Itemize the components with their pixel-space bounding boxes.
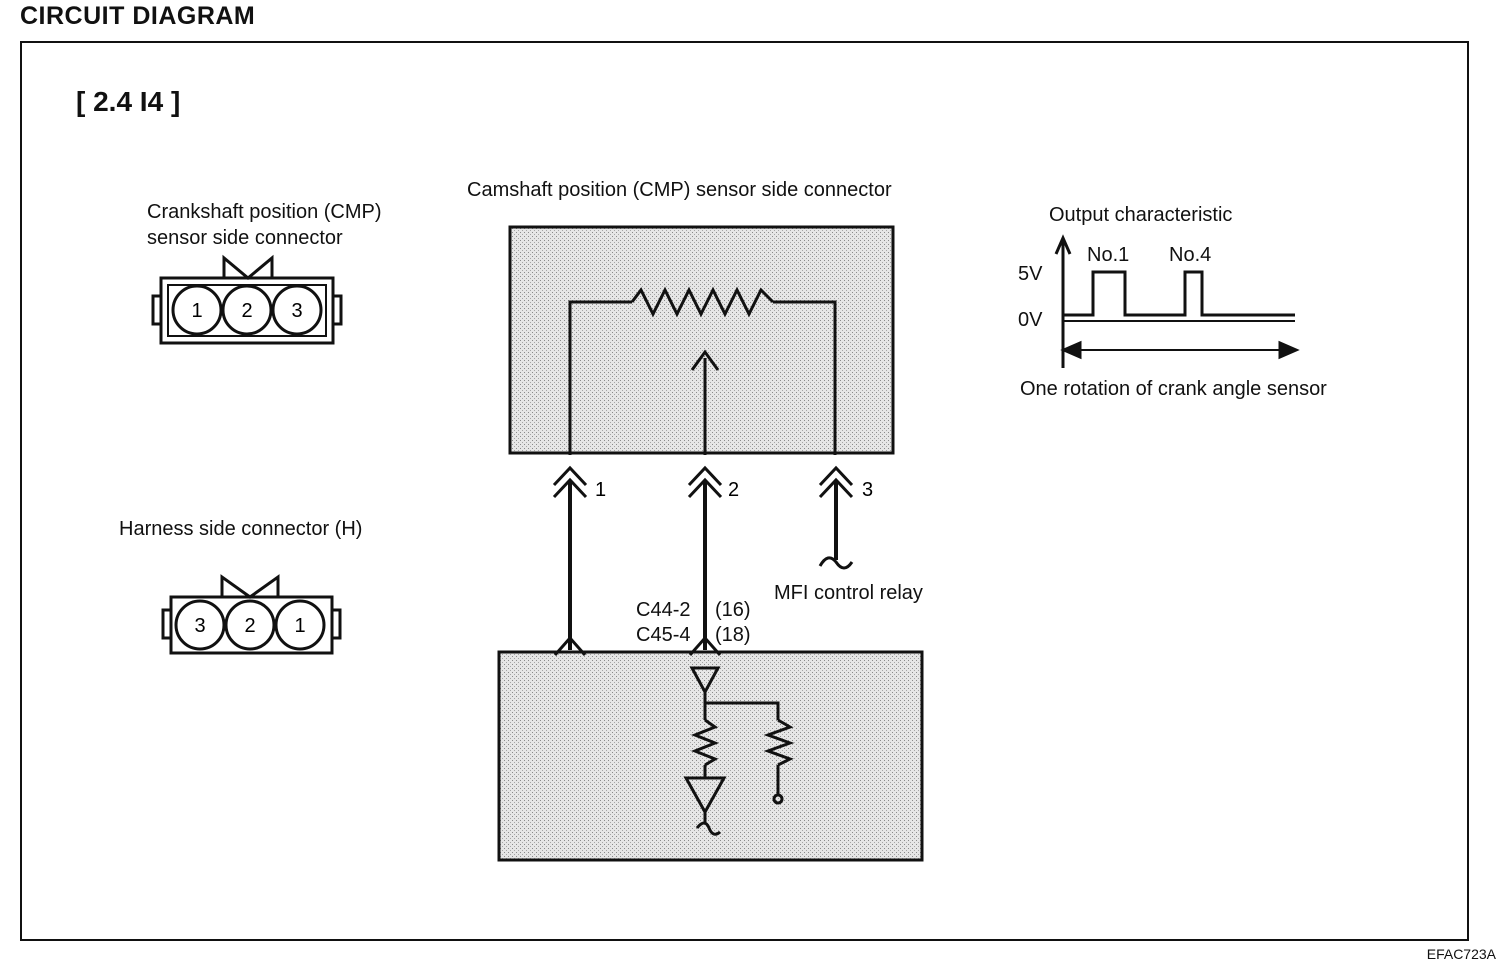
- crank-connector: [151, 254, 343, 345]
- pulse-4-label: No.4: [1169, 244, 1212, 266]
- diagram-frame: [20, 41, 1469, 941]
- high-level-label: 5V: [1018, 263, 1043, 285]
- harness-pin-2-label: 2: [244, 615, 255, 637]
- cmp-sensor-internal: [568, 286, 837, 455]
- crank-pin-3: [271, 284, 323, 336]
- crank-pin-3-label: 3: [291, 300, 302, 322]
- harness-pin-3: [174, 599, 226, 651]
- pulse-1-label: No.1: [1087, 244, 1130, 266]
- ecm-pin-2: (18): [715, 624, 751, 646]
- output-waveform: [1054, 234, 1300, 368]
- crank-connector-label-line2: sensor side connector: [147, 227, 343, 249]
- harness-pin-3-label: 3: [194, 615, 205, 637]
- ecm-connector-chevrons: [553, 635, 722, 656]
- mfi-relay-label: MFI control relay: [774, 582, 923, 604]
- crank-pin-1-label: 1: [191, 300, 202, 322]
- wiring: [568, 482, 838, 650]
- output-title: Output characteristic: [1049, 204, 1233, 226]
- ecm-code-1: C44-2: [636, 599, 691, 621]
- terminal-2-label: 2: [728, 479, 739, 501]
- harness-pin-1-label: 1: [294, 615, 305, 637]
- harness-connector: [161, 574, 342, 655]
- crank-pin-1: [171, 284, 223, 336]
- mfi-ground-symbol: [818, 556, 854, 570]
- harness-pin-1: [274, 599, 326, 651]
- ecm-pin-1: (16): [715, 599, 751, 621]
- crank-pin-2: [221, 284, 273, 336]
- output-caption: One rotation of crank angle sensor: [1020, 378, 1327, 400]
- low-level-label: 0V: [1018, 309, 1043, 331]
- crank-connector-label-line1: Crankshaft position (CMP): [147, 201, 382, 223]
- harness-pin-2: [224, 599, 276, 651]
- figure-code: EFAC723A: [1426, 946, 1496, 962]
- cmp-sensor-box: [508, 225, 895, 455]
- cmp-sensor-label: Camshaft position (CMP) sensor side conn…: [467, 179, 892, 201]
- ecm-internal: [683, 666, 795, 836]
- crank-pin-2-label: 2: [241, 300, 252, 322]
- page-title: CIRCUIT DIAGRAM: [20, 2, 256, 30]
- terminal-3-label: 3: [862, 479, 873, 501]
- ecm-code-2: C45-4: [636, 624, 691, 646]
- harness-connector-label: Harness side connector (H): [119, 518, 363, 540]
- terminal-chevrons: [552, 465, 854, 499]
- terminal-1-label: 1: [595, 479, 606, 501]
- engine-variant-label: [ 2.4 I4 ]: [76, 86, 181, 117]
